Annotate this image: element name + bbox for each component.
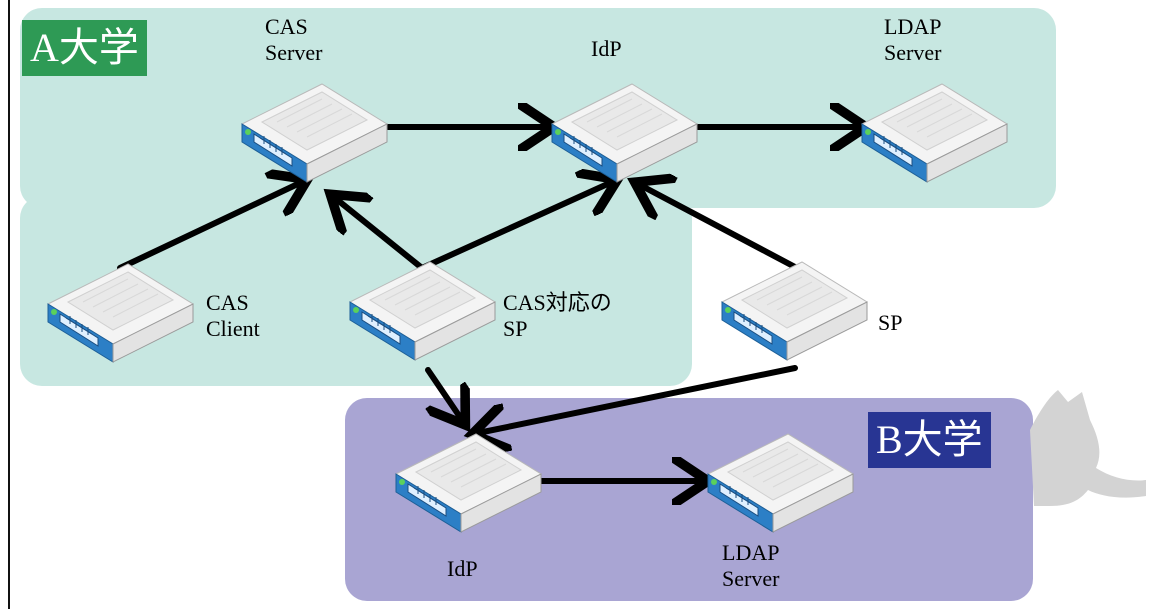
univ-a-badge: A大学 <box>22 20 147 76</box>
univ-b-title: B大学 <box>876 417 983 462</box>
univ-a-title: A大学 <box>30 25 139 70</box>
node-label-b-ldap: LDAP Server <box>722 540 780 591</box>
node-label-sp: SP <box>878 310 903 335</box>
slide-left-border <box>8 0 10 609</box>
arrow-cassp-to-idp <box>419 182 612 271</box>
node-label-cas-client: CAS Client <box>206 290 260 341</box>
arrow-sp-to-idp <box>640 185 798 270</box>
network-switch-icon <box>721 261 868 361</box>
univ-b-badge: B大学 <box>868 412 991 468</box>
node-label-a-idp: IdP <box>591 36 622 61</box>
node-label-cas-sp: CAS対応の SP <box>503 290 612 341</box>
arrow-cassp-to-bidp <box>425 367 462 420</box>
cat-silhouette-icon <box>1030 390 1146 506</box>
arrow-sp-to-bidp <box>478 365 798 433</box>
connection-arrows <box>117 127 860 481</box>
arrow-cassp-to-cas <box>335 198 425 271</box>
node-label-b-idp: IdP <box>447 556 478 581</box>
arrow-casclient-to-cas <box>117 182 302 271</box>
node-label-a-cas-server: CAS Server <box>265 14 323 65</box>
node-label-a-ldap: LDAP Server <box>884 14 942 65</box>
